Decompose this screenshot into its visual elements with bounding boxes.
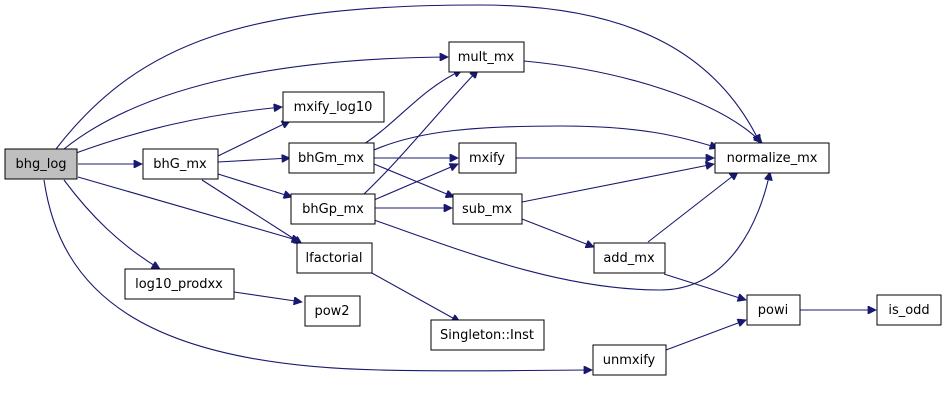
edge-lfactorial-to-singleton_inst: [369, 271, 460, 323]
node-log10_prodxx[interactable]: log10_prodxx: [124, 268, 235, 300]
node-label: Singleton::Inst: [440, 328, 534, 343]
node-pow2[interactable]: pow2: [304, 295, 361, 327]
node-label: add_mx: [603, 251, 655, 266]
edge-bhGp_mx-to-mxify: [373, 164, 458, 201]
edge-unmxify-to-powi: [665, 320, 746, 351]
node-sub_mx[interactable]: sub_mx: [452, 193, 523, 225]
node-bhG_mx[interactable]: bhG_mx: [142, 148, 219, 180]
node-powi[interactable]: powi: [746, 294, 801, 326]
edge-bhGm_mx-to-sub_mx: [373, 163, 454, 197]
edge-sub_mx-to-normalize_mx: [521, 164, 714, 203]
edge-add_mx-to-powi: [663, 273, 746, 300]
edge-add_mx-to-normalize_mx: [647, 172, 738, 243]
edge-sub_mx-to-add_mx: [521, 218, 594, 247]
edge-bhGm_mx-to-mult_mx: [363, 70, 462, 145]
edge-bhg_log-to-lfactorial: [77, 176, 300, 241]
edge-bhG_mx-to-bhGm_mx: [217, 158, 290, 163]
node-label: unmxify: [603, 353, 656, 368]
node-bhg_log[interactable]: bhg_log: [4, 148, 78, 180]
edge-bhGm_mx-to-normalize_mx: [373, 125, 718, 151]
node-label: bhGp_mx: [302, 202, 364, 217]
node-label: normalize_mx: [727, 151, 818, 166]
edge-bhGp_mx-to-normalize_mx: [373, 172, 770, 291]
node-lfactorial[interactable]: lfactorial: [296, 242, 373, 274]
node-label: mult_mx: [458, 50, 515, 65]
node-label: log10_prodxx: [135, 277, 223, 292]
node-label: mxify_log10: [294, 100, 373, 115]
node-label: bhG_mx: [153, 157, 207, 172]
edge-bhG_mx-to-lfactorial: [201, 179, 302, 244]
edge-bhG_mx-to-bhGp_mx: [217, 173, 292, 197]
edge-bhg_log-to-normalize_mx: [55, 4, 760, 150]
edge-bhGp_mx-to-mult_mx: [363, 70, 478, 195]
edges: [43, 4, 876, 371]
edge-log10_prodxx-to-pow2: [233, 291, 302, 302]
node-label: lfactorial: [306, 251, 363, 266]
node-bhGp_mx[interactable]: bhGp_mx: [290, 193, 376, 225]
node-mxify_log10[interactable]: mxify_log10: [282, 91, 385, 123]
node-add_mx[interactable]: add_mx: [593, 242, 666, 274]
node-unmxify[interactable]: unmxify: [592, 344, 667, 376]
node-label: sub_mx: [462, 202, 512, 217]
node-normalize_mx[interactable]: normalize_mx: [714, 142, 830, 174]
edge-bhg_log-to-log10_prodxx: [63, 179, 160, 270]
node-is_odd[interactable]: is_odd: [876, 294, 942, 326]
edge-bhg_log-to-mult_mx: [63, 57, 448, 150]
edge-bhg_log-to-unmxify: [43, 179, 592, 371]
node-mult_mx[interactable]: mult_mx: [448, 41, 525, 73]
node-label: is_odd: [888, 303, 929, 318]
node-label: powi: [758, 303, 788, 318]
node-label: bhGm_mx: [298, 151, 364, 166]
edge-bhG_mx-to-mxify_log10: [217, 121, 290, 157]
node-singleton_inst[interactable]: Singleton::Inst: [430, 319, 545, 351]
node-bhGm_mx[interactable]: bhGm_mx: [288, 142, 375, 174]
node-label: pow2: [314, 304, 349, 319]
node-mxify[interactable]: mxify: [458, 142, 517, 174]
edge-bhg_log-to-mxify_log10: [75, 107, 282, 154]
node-label: mxify: [469, 151, 505, 166]
edge-mult_mx-to-normalize_mx: [523, 60, 762, 143]
node-label: bhg_log: [15, 157, 66, 172]
